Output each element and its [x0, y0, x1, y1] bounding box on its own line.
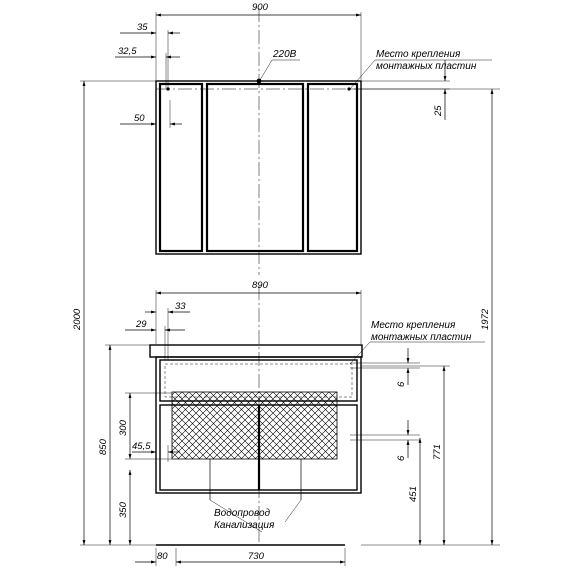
dim-730: 730 [248, 551, 265, 562]
top-door-left [158, 82, 204, 253]
plumbing-label-1: Водопровод [214, 508, 271, 519]
top-door-center [205, 82, 305, 253]
bottom-dimensions: 890 33 29 Место крепления монтажных плас… [98, 280, 485, 566]
top-mount-label-1: Место крепления [376, 49, 461, 60]
dim-850: 850 [98, 438, 109, 455]
dim-890: 890 [252, 280, 269, 291]
dim-29: 29 [135, 319, 147, 330]
dim-6-lower: 6 [396, 455, 407, 461]
cutout-hatch [171, 391, 338, 460]
countertop [149, 344, 363, 358]
dim-33: 33 [175, 301, 186, 312]
dim-771: 771 [432, 444, 443, 460]
dim-350: 350 [118, 501, 129, 518]
power-callout: 220В [259, 49, 300, 81]
top-cabinet [155, 8, 362, 275]
dim-451: 451 [408, 486, 419, 502]
dim-900: 900 [252, 2, 269, 13]
overall-dimensions: 2000 1972 [72, 80, 500, 546]
top-door-right [306, 82, 359, 253]
dim-2000: 2000 [72, 308, 83, 331]
dim-45-5: 45,5 [132, 441, 151, 452]
vanity-body [155, 356, 362, 494]
dim-300: 300 [118, 419, 129, 436]
top-cabinet-outline [155, 80, 362, 255]
power-label: 220В [272, 49, 297, 60]
dim-35: 35 [137, 22, 148, 33]
top-dimensions: 900 35 32,5 50 25 [115, 2, 450, 128]
top-mount-label-2: монтажных пластин [376, 61, 477, 72]
top-mount-callout: Место крепления монтажных пластин [349, 49, 492, 90]
dim-1972: 1972 [480, 308, 491, 330]
dim-50: 50 [134, 113, 145, 124]
plumbing-label-2: Канализация [214, 520, 275, 531]
dim-32-5: 32,5 [118, 46, 137, 57]
bottom-cabinet [149, 286, 363, 546]
dim-6-upper: 6 [396, 381, 407, 387]
bottom-mount-label-1: Место крепления [371, 320, 456, 331]
dim-25: 25 [433, 105, 444, 117]
bottom-mount-label-2: монтажных пластин [371, 332, 472, 343]
dim-80: 80 [157, 551, 168, 562]
